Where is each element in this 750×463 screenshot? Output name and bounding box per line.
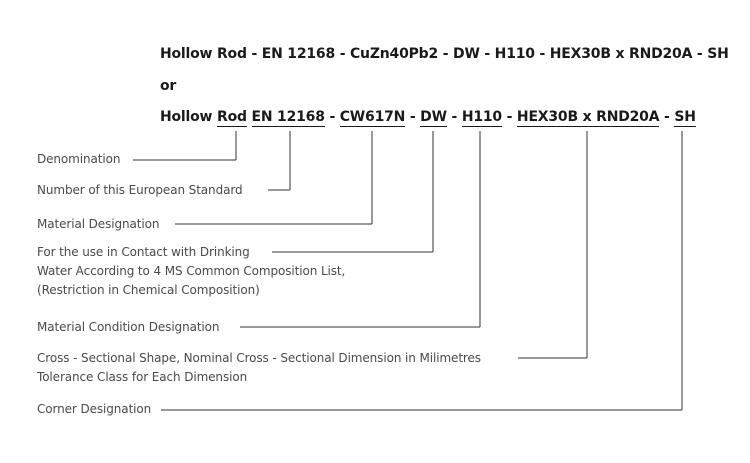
label-drinking-water-line1: For the use in Contact with Drinking: [37, 245, 250, 259]
code-cross-section: HEX30B x RND20A: [549, 46, 693, 62]
separator: -: [246, 46, 262, 62]
code2-condition: H110: [461, 109, 502, 127]
code-drinking-water: DW: [453, 46, 480, 62]
code-material: CuZn40Pb2: [349, 46, 439, 62]
separator: -: [534, 46, 550, 62]
label-standard-number: Number of this European Standard: [37, 183, 243, 197]
label-material-designation: Material Designation: [37, 217, 160, 231]
separator: -: [659, 109, 675, 125]
separator: -: [335, 46, 350, 62]
code2-rod: Rod: [216, 109, 247, 127]
or-text: or: [160, 78, 177, 94]
code2-drinking-water: DW: [420, 109, 447, 127]
label-cross-section-line2: Tolerance Class for Each Dimension: [37, 370, 248, 384]
code2-material: CW617N: [339, 109, 406, 127]
label-cross-section-line1: Cross - Sectional Shape, Nominal Cross -…: [37, 351, 481, 365]
label-drinking-water-line2: Water According to 4 MS Common Compositi…: [37, 264, 346, 278]
label-material-condition: Material Condition Designation: [37, 320, 220, 334]
separator: -: [324, 109, 340, 125]
code2-cross-section: HEX30B x RND20A: [516, 109, 660, 127]
code-standard: EN 12168: [261, 46, 336, 62]
label-corner-designation: Corner Designation: [37, 402, 152, 416]
code2-corner: SH: [674, 109, 696, 127]
separator: -: [479, 46, 495, 62]
separator: -: [692, 46, 708, 62]
code-corner: SH: [707, 46, 729, 62]
label-denomination: Denomination: [37, 152, 121, 166]
separator: -: [405, 109, 421, 125]
separator: -: [501, 109, 517, 125]
designation-line-alloy-name: Hollow Rod - EN 12168 - CuZn40Pb2 - DW -…: [160, 45, 729, 63]
separator: -: [438, 46, 454, 62]
designation-line-material-number: Hollow Rod EN 12168 - CW617N - DW - H110…: [160, 108, 696, 127]
code2-standard: EN 12168: [251, 109, 325, 127]
separator: -: [446, 109, 462, 125]
code-product: Hollow Rod: [160, 46, 247, 62]
label-drinking-water-line3: (Restriction in Chemical Composition): [37, 283, 260, 297]
code2-hollow: Hollow: [160, 109, 213, 125]
code-condition: H110: [494, 46, 535, 62]
